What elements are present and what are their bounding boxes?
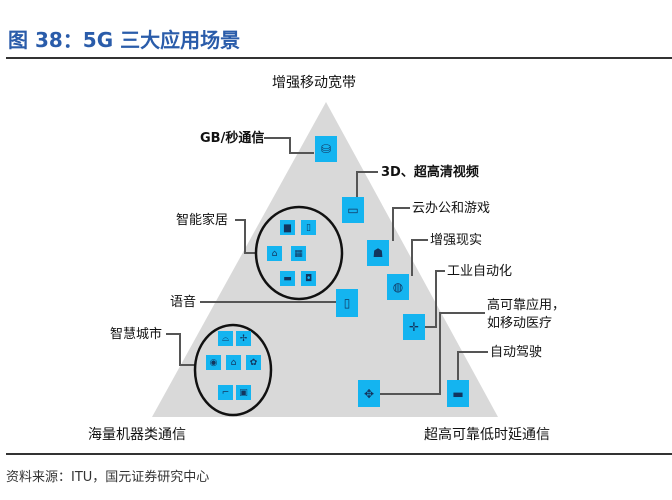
- tablet-icon: ▭: [342, 197, 364, 223]
- label-home: 智能家居: [176, 213, 229, 228]
- label-reliable-2: 如移动医疗: [487, 316, 553, 331]
- house-icon: ⌂: [267, 246, 282, 261]
- tv-icon: ▬: [280, 271, 295, 286]
- label-cloud: 云办公和游戏: [412, 201, 491, 216]
- smart-home-circle: [254, 205, 344, 301]
- smart-city-circle: [193, 323, 273, 417]
- washer-icon: ◘: [301, 271, 316, 286]
- vertex-embb: 增强移动宽带: [272, 75, 356, 91]
- globe-icon: ◍: [387, 274, 409, 300]
- junction-icon: ✢: [236, 331, 251, 346]
- label-voice: 语音: [170, 295, 197, 310]
- building-icon: ▦: [291, 246, 306, 261]
- monitor-icon: ▆: [280, 220, 295, 235]
- fridge-icon: ▯: [301, 220, 316, 235]
- streetlight-icon: ⌐: [218, 385, 233, 400]
- connector-lines: [166, 137, 488, 395]
- database-icon: ⛁: [315, 136, 337, 162]
- figure-title: 图 38：5G 三大应用场景: [8, 28, 241, 52]
- label-driving: 自动驾驶: [490, 345, 543, 360]
- vertex-mmtc: 海量机器类通信: [88, 427, 186, 443]
- source-note: 资料来源：ITU，国元证券研究中心: [6, 470, 210, 485]
- footer-divider: [6, 453, 672, 455]
- car-small-icon: ⌓: [218, 331, 233, 346]
- tree-icon: ✿: [246, 355, 261, 370]
- signal-icon: ◉: [206, 355, 221, 370]
- label-ar: 增强现实: [430, 233, 483, 248]
- label-industry: 工业自动化: [447, 264, 513, 279]
- car-icon: ▬: [447, 380, 469, 407]
- compass-icon: ✥: [358, 380, 380, 407]
- gamepad-icon: ☗: [367, 240, 389, 266]
- header-divider: [6, 57, 672, 59]
- label-gb: GB/秒通信: [200, 131, 265, 146]
- label-city: 智慧城市: [110, 327, 163, 342]
- vertex-urllc: 超高可靠低时延通信: [424, 427, 550, 443]
- phone-icon: ▯: [336, 289, 358, 317]
- arrows-icon: ✛: [403, 314, 425, 340]
- label-video: 3D、超高清视频: [381, 165, 479, 180]
- parking-icon: ▣: [236, 385, 251, 400]
- label-reliable-1: 高可靠应用，: [487, 298, 566, 313]
- home-small-icon: ⌂: [226, 355, 241, 370]
